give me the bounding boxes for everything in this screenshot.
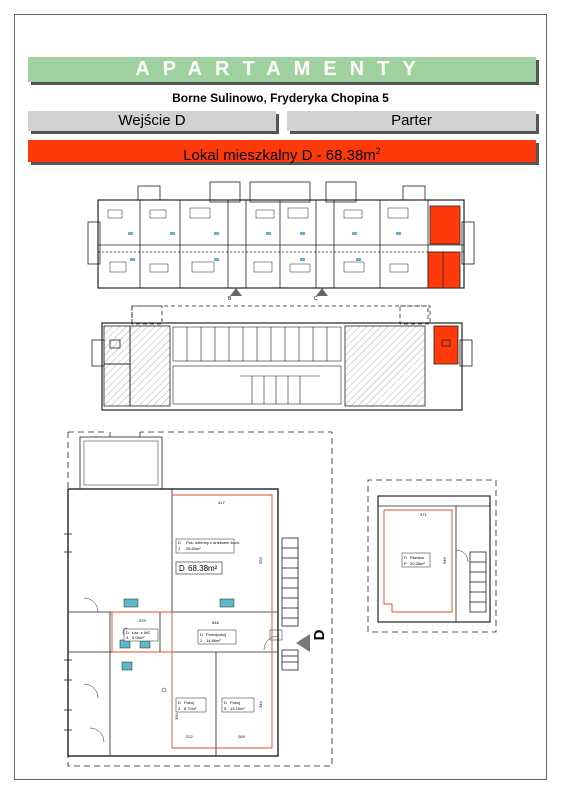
svg-text:Pokój: Pokój: [184, 700, 194, 705]
ground-floor-site-plan: [87, 181, 475, 296]
svg-text:14.86m²: 14.86m²: [206, 638, 221, 643]
page-frame: [14, 14, 547, 780]
unit-area-tag: D 68.38m²: [175, 561, 223, 575]
room-label-room5: D 5 Pokój 13.16m²: [221, 697, 255, 713]
svg-text:Piwnica: Piwnica: [410, 555, 425, 560]
basement-dim-top: 371: [420, 512, 427, 517]
dim-bottom-left: 222: [186, 734, 193, 739]
address-line: Borne Sulinowo, Fryderyka Chopina 5: [172, 91, 389, 105]
dim-left-side: 300: [174, 713, 179, 720]
dim-right-side: 344: [258, 701, 263, 708]
basement-detail-plan: [367, 479, 497, 633]
svg-text:D: D: [178, 540, 181, 545]
svg-text:3: 3: [178, 706, 181, 711]
dim-right: 520: [258, 557, 263, 564]
unit-label: Lokal mieszkalny D - 68.38m: [183, 147, 376, 164]
dim-mid: 546: [212, 620, 219, 625]
svg-text:5.08m²: 5.08m²: [132, 635, 145, 640]
unit-label-sup: 2: [375, 146, 381, 156]
svg-text:5: 5: [224, 706, 227, 711]
dim-bath: 229: [139, 618, 146, 623]
basement-site-plan: [91, 305, 473, 411]
dim-bottom-right: 269: [238, 734, 245, 739]
room-label-cellar: D P Piwnica 20.35m²: [401, 552, 431, 568]
svg-text:D: D: [200, 632, 203, 637]
room-label-living: D 1 Pok. dzienny z aneksem kuch. 26.50m²: [175, 538, 240, 554]
svg-text:Przedpokój: Przedpokój: [206, 632, 226, 637]
unit-detail-plan: [64, 431, 333, 767]
entrance-label: Wejście D: [28, 111, 276, 131]
svg-text:13.16m²: 13.16m²: [230, 706, 245, 711]
svg-text:D: D: [179, 564, 185, 573]
svg-text:Pokój: Pokój: [230, 700, 240, 705]
svg-text:D: D: [126, 630, 129, 635]
entrance-d-letter: D: [311, 629, 328, 640]
basement-dim-side: 549: [442, 557, 447, 564]
svg-text:4: 4: [126, 635, 129, 640]
svg-text:D: D: [404, 555, 407, 560]
svg-text:2: 2: [200, 638, 203, 643]
unit-banner: Lokal mieszkalny D - 68.38m2: [28, 140, 536, 164]
title-banner: APARTAMENTY: [28, 57, 536, 82]
svg-text:8.70m²: 8.70m²: [184, 706, 197, 711]
svg-text:D: D: [178, 700, 181, 705]
svg-text:Łaz. z WC: Łaz. z WC: [132, 630, 151, 635]
svg-text:20.35m²: 20.35m²: [410, 561, 425, 566]
svg-text:P: P: [404, 561, 407, 566]
svg-text:26.50m²: 26.50m²: [186, 546, 201, 551]
room-label-hall: D 2 Przedpokój 14.86m²: [197, 629, 237, 645]
entrance-b-letter: B: [228, 296, 232, 302]
svg-text:68.38m²: 68.38m²: [188, 564, 218, 573]
room-label-room3: D 3 Pokój 8.70m²: [175, 697, 207, 713]
floor-label: Parter: [287, 111, 536, 131]
svg-text:1: 1: [178, 546, 181, 551]
dim-top: 417: [218, 500, 225, 505]
svg-text:Pok. dzienny z aneksem kuch.: Pok. dzienny z aneksem kuch.: [186, 540, 240, 545]
room-label-bathroom: D 4 Łaz. z WC 5.08m²: [123, 628, 159, 642]
svg-text:D: D: [224, 700, 227, 705]
entrance-c-letter: C: [314, 296, 318, 302]
